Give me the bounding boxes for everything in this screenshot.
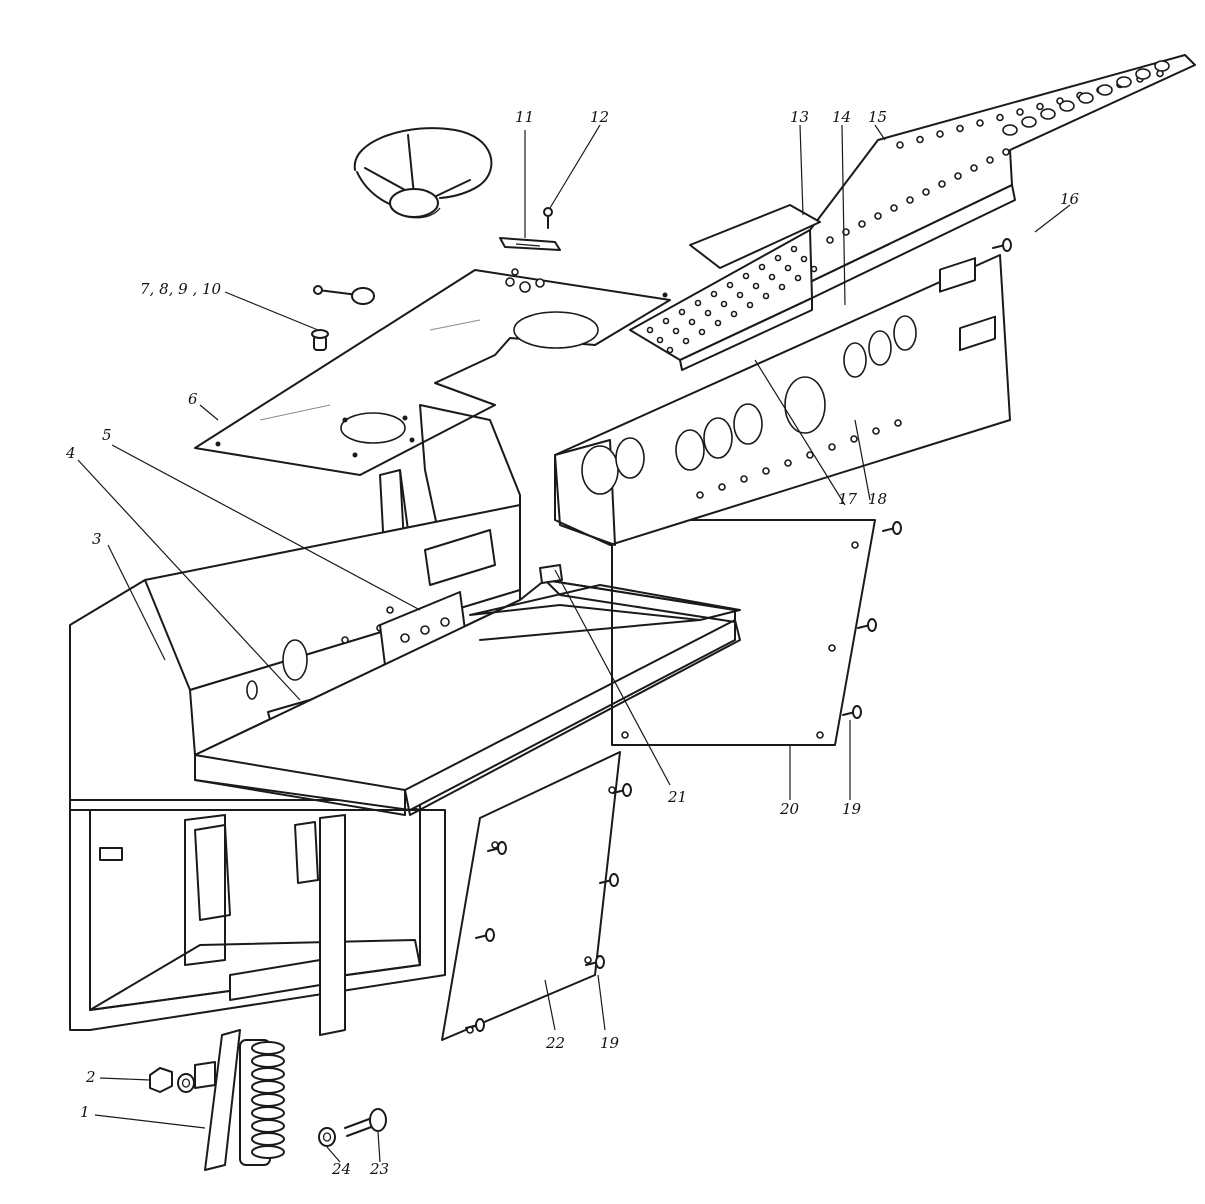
lower-frame	[69, 809, 446, 1036]
leader-lines	[77, 124, 1071, 1163]
callout-22: 22	[546, 1034, 566, 1052]
plate-5	[379, 591, 466, 666]
callout-6: 6	[188, 390, 198, 408]
callout-17: 17	[838, 490, 858, 508]
nut-2	[149, 1067, 195, 1093]
top-plate-6	[194, 268, 671, 476]
washer-24	[318, 1127, 336, 1147]
callout-12: 12	[590, 108, 610, 126]
callout-14: 14	[832, 108, 852, 126]
callout-23: 23	[370, 1160, 390, 1178]
lever-7-10	[311, 285, 375, 351]
bracket-11	[499, 237, 561, 251]
table-frame	[194, 564, 741, 816]
panel-strip-15	[809, 54, 1196, 299]
steering-wheel	[353, 127, 493, 219]
callout-15: 15	[868, 108, 888, 126]
callout-7-10: 7, 8, 9 , 10	[140, 280, 222, 298]
callout-11: 11	[515, 108, 535, 126]
callout-18: 18	[868, 490, 888, 508]
callout-1: 1	[80, 1103, 90, 1121]
callout-21: 21	[668, 788, 688, 806]
cover-panel-22	[441, 751, 621, 1041]
callout-24: 24	[332, 1160, 352, 1178]
spring-strut-1	[194, 1029, 285, 1171]
callout-2: 2	[86, 1068, 96, 1086]
bent-plate-14	[629, 229, 818, 371]
callout-19-upper: 19	[842, 800, 862, 818]
screw-12	[543, 207, 553, 229]
callout-5: 5	[102, 426, 112, 444]
callout-3: 3	[92, 530, 102, 548]
instrument-panel-18	[554, 254, 1011, 546]
side-panel-20	[611, 519, 876, 746]
screws	[465, 238, 1012, 1032]
callout-20: 20	[780, 800, 800, 818]
panel-13	[689, 204, 821, 269]
callout-13: 13	[790, 108, 810, 126]
callout-19-lower: 19	[600, 1034, 620, 1052]
callout-4: 4	[66, 444, 76, 462]
callout-16: 16	[1060, 190, 1080, 208]
bolt-23	[344, 1108, 387, 1137]
